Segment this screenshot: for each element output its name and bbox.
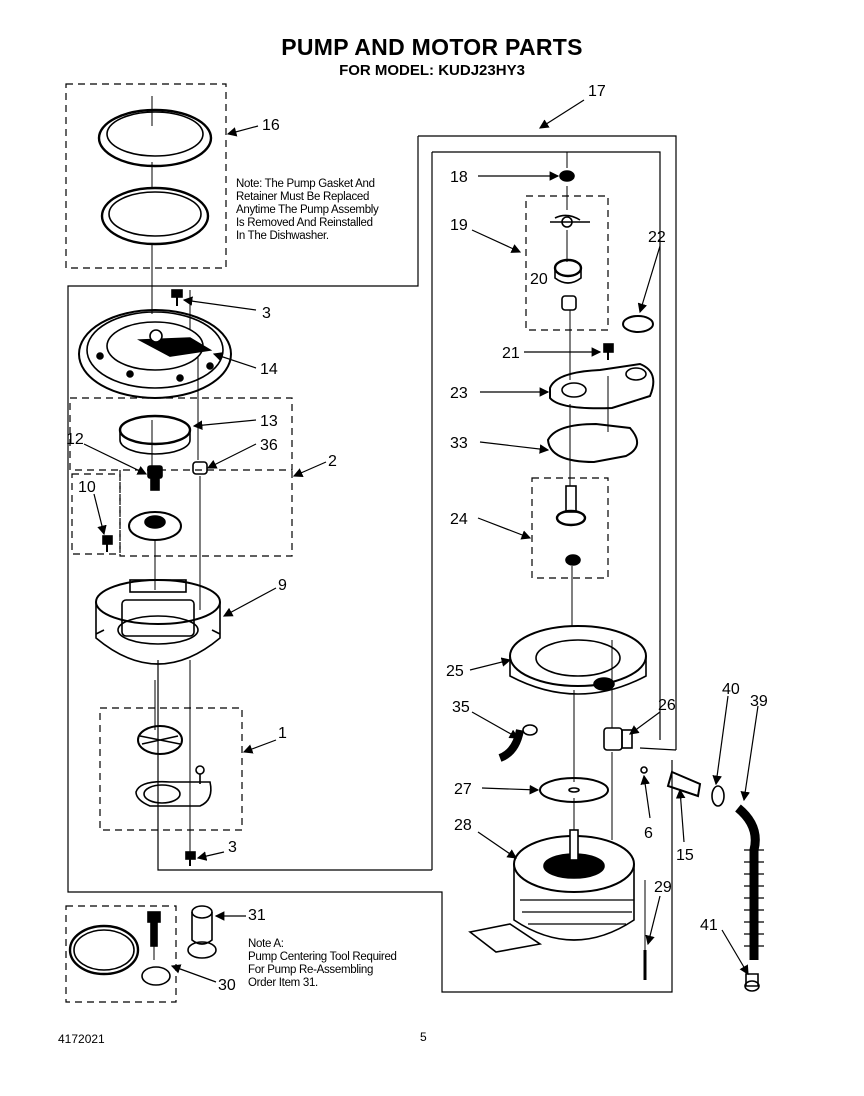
note-a-line: For Pump Re-Assembling — [248, 964, 374, 976]
group-1-box — [99, 707, 243, 831]
leader-lines — [83, 99, 759, 983]
part-26-clip — [603, 727, 633, 751]
note-a-line: Pump Centering Tool Required — [248, 951, 397, 963]
part-12-bolt — [147, 465, 163, 491]
callout-14: 14 — [260, 361, 278, 378]
group-2-upper-box — [69, 397, 293, 471]
note-a-line: Note A: — [248, 938, 284, 950]
gasket-note-line: Note: The Pump Gasket And — [236, 178, 375, 190]
callout-12: 12 — [66, 431, 84, 448]
callout-3-bottom: 3 — [228, 839, 237, 856]
part-1-inlet-assembly — [135, 725, 212, 807]
part-21-screw — [603, 343, 614, 360]
part-28-motor — [468, 829, 635, 953]
callout-25: 25 — [446, 663, 464, 680]
callout-20: 20 — [530, 271, 548, 288]
callout-17: 17 — [588, 83, 606, 100]
callout-2: 2 — [328, 453, 337, 470]
gasket-note-line: In The Dishwasher. — [236, 230, 329, 242]
part-3-screw-bottom — [185, 851, 196, 866]
callout-30: 30 — [218, 977, 236, 994]
callout-18: 18 — [450, 169, 468, 186]
part-16-pump-gasket — [97, 108, 213, 246]
part-9-pump-housing — [95, 579, 221, 665]
callout-23: 23 — [450, 385, 468, 402]
part-30-gasket-kit — [68, 911, 171, 986]
motor-assembly-outline — [418, 135, 677, 750]
pump-assembly-outline — [67, 136, 419, 893]
callout-numbers: 17 16 18 19 20 22 3 14 21 23 13 12 36 33… — [66, 83, 768, 994]
part-27-washer — [539, 777, 609, 803]
note-a: Note A: Pump Centering Tool Required For… — [248, 938, 397, 990]
callout-26: 26 — [658, 697, 676, 714]
callout-35: 35 — [452, 699, 470, 716]
callout-28: 28 — [454, 817, 472, 834]
callout-27: 27 — [454, 781, 472, 798]
callout-9: 9 — [278, 577, 287, 594]
part-13-ring — [118, 414, 192, 455]
part-40-clamp — [711, 785, 725, 807]
callout-13: 13 — [260, 413, 278, 430]
part-41-hose-end — [744, 973, 760, 992]
callout-6: 6 — [644, 825, 653, 842]
callout-29: 29 — [654, 879, 672, 896]
part-39-hose — [735, 804, 764, 960]
callout-22: 22 — [648, 229, 666, 246]
assembly-outlines — [67, 135, 677, 993]
model-subtitle: FOR MODEL: KUDJ23HY3 — [339, 62, 525, 79]
callout-21: 21 — [502, 345, 520, 362]
gasket-note-line: Anytime The Pump Assembly — [236, 204, 379, 216]
callout-1: 1 — [278, 725, 287, 742]
gasket-note-line: Is Removed And Reinstalled — [236, 217, 373, 229]
part-10-screw — [102, 535, 113, 552]
group-30-box — [65, 905, 177, 1003]
part-3-screw-top — [171, 289, 183, 306]
part-14-pump-cover — [78, 309, 232, 399]
part-22-o-ring — [622, 315, 654, 333]
callout-31: 31 — [248, 907, 266, 924]
callout-36: 36 — [260, 437, 278, 454]
callout-16: 16 — [262, 117, 280, 134]
dashed-group-boxes — [65, 83, 609, 1003]
group-10-box — [71, 473, 121, 555]
callout-39: 39 — [750, 693, 768, 710]
gasket-note: Note: The Pump Gasket And Retainer Must … — [236, 178, 379, 243]
part-19-assembly — [550, 214, 590, 311]
part-35-elbow — [498, 724, 538, 762]
callout-40: 40 — [722, 681, 740, 698]
part-33-gasket — [546, 422, 638, 464]
callout-3-top: 3 — [262, 305, 271, 322]
part-25-motor-mount — [509, 625, 647, 695]
gasket-note-line: Retainer Must Be Replaced — [236, 191, 370, 203]
gasket-group-box — [65, 83, 227, 269]
note-a-line: Order Item 31. — [248, 977, 318, 989]
callout-24: 24 — [450, 511, 468, 528]
part-31-centering-tool — [187, 905, 217, 959]
part-36-seal — [192, 461, 208, 475]
part-23-plate — [549, 362, 655, 410]
part-6-15-fittings — [640, 766, 702, 798]
page-title: PUMP AND MOTOR PARTS — [281, 34, 583, 60]
callout-15: 15 — [676, 847, 694, 864]
callout-19: 19 — [450, 217, 468, 234]
part-18-nut — [559, 170, 575, 182]
callout-10: 10 — [78, 479, 96, 496]
part-24-shaft-seal — [555, 485, 587, 566]
part-impeller — [128, 511, 182, 541]
callout-33: 33 — [450, 435, 468, 452]
callout-41: 41 — [700, 917, 718, 934]
axis-lines — [151, 96, 646, 960]
document-number: 4172021 — [58, 1032, 105, 1046]
page-number: 5 — [420, 1030, 427, 1044]
